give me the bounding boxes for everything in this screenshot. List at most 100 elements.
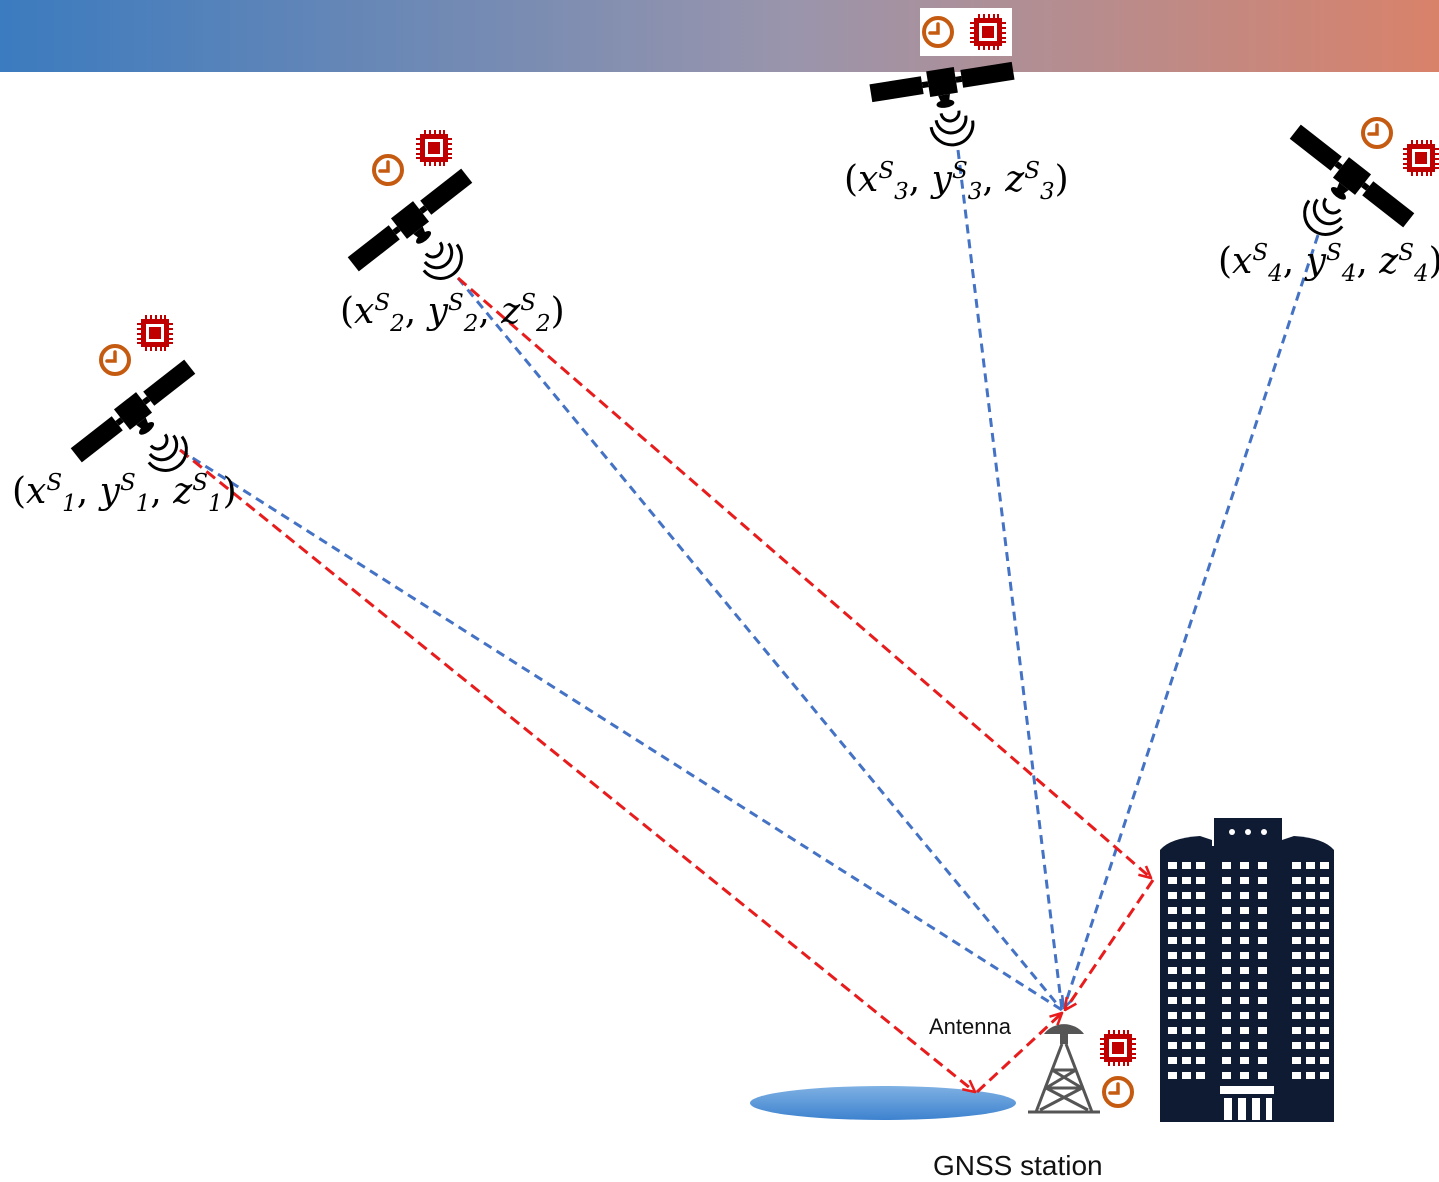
building-window [1320, 997, 1329, 1004]
building-window [1168, 877, 1177, 884]
header-band [0, 0, 1439, 72]
building-window [1168, 982, 1177, 989]
chip-icon [415, 129, 453, 167]
building-window [1258, 892, 1267, 899]
satellite-3 [868, 8, 1018, 150]
chip-icon [1099, 1029, 1137, 1067]
building-window [1292, 937, 1301, 944]
building-window [1222, 1012, 1231, 1019]
antenna-tower-icon [1028, 1024, 1137, 1114]
building-window [1196, 967, 1205, 974]
reflected-ray-2b [1065, 879, 1155, 1010]
building-window [1196, 1057, 1205, 1064]
building-window [1320, 1042, 1329, 1049]
building-window [1292, 952, 1301, 959]
building-window [1306, 877, 1315, 884]
clock-icon [372, 154, 404, 186]
building-window [1306, 997, 1315, 1004]
satellite-1 [68, 314, 206, 481]
reflected-ray-1b [975, 1013, 1062, 1094]
building-window [1222, 1072, 1231, 1079]
building-window [1196, 907, 1205, 914]
building-window [1306, 907, 1315, 914]
building-window [1222, 997, 1231, 1004]
building-window [1168, 1027, 1177, 1034]
building-window [1182, 907, 1191, 914]
building-window [1168, 937, 1177, 944]
building-window [1222, 877, 1231, 884]
building-window [1168, 907, 1177, 914]
building-window [1240, 877, 1249, 884]
building-window [1168, 967, 1177, 974]
building-window [1320, 1027, 1329, 1034]
building-window [1196, 862, 1205, 869]
building-window [1258, 937, 1267, 944]
clock-icon [1361, 117, 1393, 149]
building-window [1196, 1027, 1205, 1034]
building-window [1258, 1042, 1267, 1049]
building-window [1240, 862, 1249, 869]
clock-icon [922, 16, 954, 48]
building-window [1222, 892, 1231, 899]
building-window [1306, 967, 1315, 974]
building-window [1306, 1042, 1315, 1049]
building-window [1292, 997, 1301, 1004]
building-window [1292, 1012, 1301, 1019]
building-window [1182, 892, 1191, 899]
building-window [1240, 922, 1249, 929]
building-window [1320, 892, 1329, 899]
building-window [1222, 967, 1231, 974]
building-window [1320, 967, 1329, 974]
building-window [1258, 1072, 1267, 1079]
building-window [1196, 877, 1205, 884]
building-window [1258, 952, 1267, 959]
building-window [1168, 922, 1177, 929]
building-window [1306, 922, 1315, 929]
building-window [1306, 1012, 1315, 1019]
signal-waves-icon [927, 107, 978, 150]
building-window [1168, 1042, 1177, 1049]
building-window [1320, 1012, 1329, 1019]
building-window [1258, 1057, 1267, 1064]
signal-waves-icon [414, 233, 472, 289]
gnss-station-label: GNSS station [933, 1150, 1103, 1181]
building-window [1168, 862, 1177, 869]
building-window [1240, 1012, 1249, 1019]
building-window [1320, 1072, 1329, 1079]
building-window [1306, 982, 1315, 989]
building-window [1320, 907, 1329, 914]
building-window [1196, 982, 1205, 989]
building-window [1222, 952, 1231, 959]
building-window [1320, 937, 1329, 944]
satellite-1-coordinates: (xS1, yS1, zS1) [12, 470, 237, 518]
building-window [1240, 982, 1249, 989]
building-window [1258, 862, 1267, 869]
building-window [1196, 892, 1205, 899]
building-window [1240, 967, 1249, 974]
building-window [1182, 922, 1191, 929]
building-window [1320, 877, 1329, 884]
satellite-2-coordinates: (xS2, yS2, zS2) [340, 290, 565, 338]
building-window [1222, 1027, 1231, 1034]
satellite-icon [345, 165, 483, 285]
satellite-3-coordinates: (xS3, yS3, zS3) [844, 158, 1069, 206]
building-window [1258, 1027, 1267, 1034]
building-window [1320, 952, 1329, 959]
building-window [1168, 1057, 1177, 1064]
antenna-label: Antenna [929, 1014, 1011, 1039]
building-window [1292, 877, 1301, 884]
reflected-ray-2a [457, 276, 1151, 878]
chip-icon [969, 13, 1007, 51]
building-window [1240, 1027, 1249, 1034]
building-window [1196, 1042, 1205, 1049]
building-icon [1160, 818, 1334, 1122]
building-window [1222, 982, 1231, 989]
building-window [1222, 937, 1231, 944]
building-window [1258, 922, 1267, 929]
building-window [1306, 1057, 1315, 1064]
chip-icon [1402, 139, 1439, 177]
building-window [1258, 1012, 1267, 1019]
building-window [1196, 997, 1205, 1004]
building-window [1306, 1072, 1315, 1079]
building-window [1320, 1057, 1329, 1064]
